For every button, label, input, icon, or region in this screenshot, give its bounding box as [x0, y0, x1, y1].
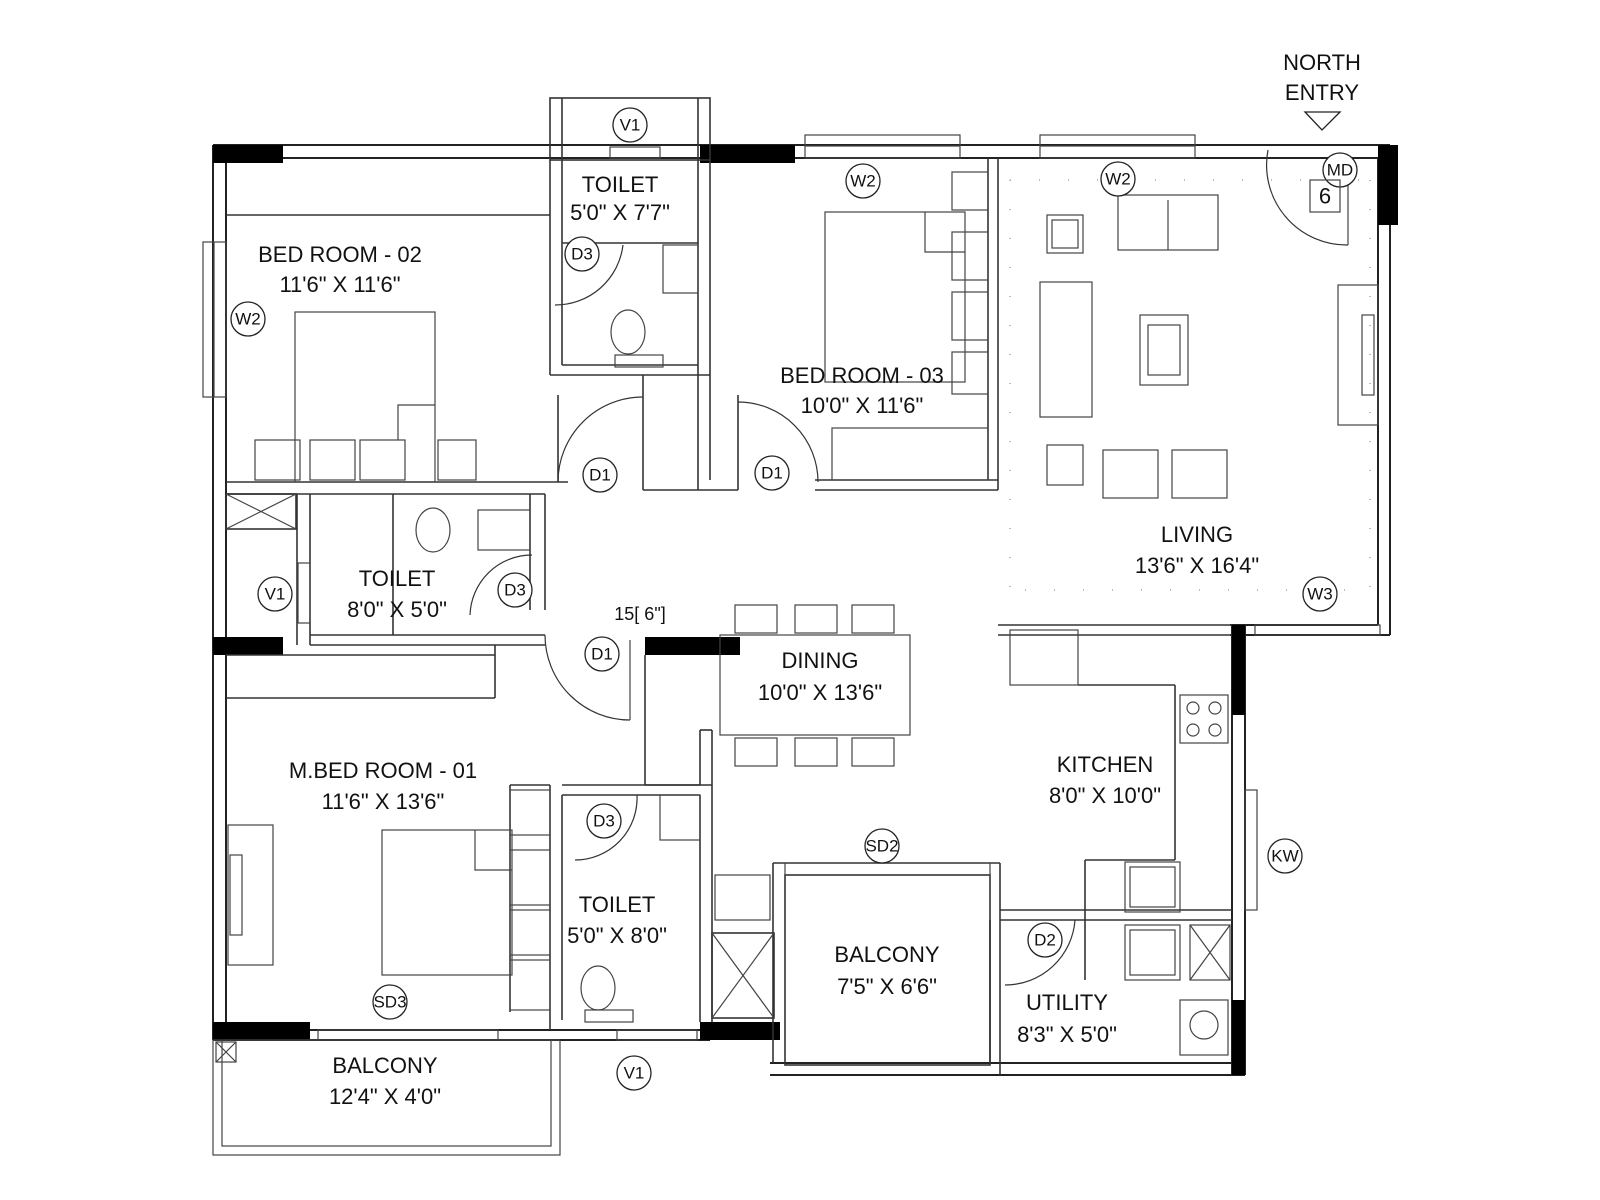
svg-text:D3: D3 — [504, 581, 526, 600]
north-entry-line2: ENTRY — [1285, 80, 1359, 105]
svg-text:W2: W2 — [235, 310, 261, 329]
svg-text:D3: D3 — [571, 245, 593, 264]
entry-arrow-icon — [1303, 111, 1342, 131]
tag-w2-bedroom03: W2 — [845, 163, 881, 199]
bedroom03-name: BED ROOM - 03 — [780, 363, 944, 388]
balcony-bottom-outline — [212, 1039, 561, 1156]
toilet-mid-name: TOILET — [359, 566, 436, 591]
svg-text:D1: D1 — [591, 645, 613, 664]
north-entry-line1: NORTH — [1283, 50, 1361, 75]
tag-d2: D2 — [1027, 922, 1063, 958]
svg-text:D1: D1 — [761, 464, 783, 483]
room-labels: BED ROOM - 02 11'6" X 11'6" TOILET 5'0" … — [258, 172, 1259, 1109]
door-swings — [469, 149, 1349, 986]
svg-text:V1: V1 — [624, 1064, 645, 1083]
toilet-top-name: TOILET — [582, 172, 659, 197]
toilet-bottom-size: 5'0" X 8'0" — [567, 923, 667, 948]
kitchen-size: 8'0" X 10'0" — [1049, 783, 1161, 808]
utility-name: UTILITY — [1026, 990, 1108, 1015]
main-door-number-box — [1309, 179, 1341, 213]
tag-v1-bottom: V1 — [616, 1055, 652, 1091]
tag-d3-bottom: D3 — [586, 803, 622, 839]
tag-w3: W3 — [1302, 576, 1338, 612]
tag-w2-living: W2 — [1100, 161, 1136, 197]
toilet-bottom-name: TOILET — [579, 892, 656, 917]
dining-size: 10'0" X 13'6" — [758, 680, 882, 705]
toilet-top-size: 5'0" X 7'7" — [570, 200, 670, 225]
balcony-bottom-name: BALCONY — [332, 1053, 437, 1078]
living-name: LIVING — [1161, 522, 1233, 547]
main-door-tag-label: MD — [1327, 161, 1353, 180]
main-door-number: 6 — [1319, 184, 1331, 209]
furniture — [227, 171, 1379, 1056]
tag-v1-top: V1 — [612, 107, 648, 143]
opening-tags: V1 V1 V1 W2 W2 W2 W3 D1 D1 D1 D2 D3 D3 D… — [230, 107, 1338, 1091]
balcony-center-size: 7'5" X 6'6" — [837, 974, 937, 999]
bedroom02-size: 11'6" X 11'6" — [279, 272, 400, 297]
mbedroom01-name: M.BED ROOM - 01 — [289, 758, 477, 783]
stair-note: 15[ 6"] — [614, 604, 665, 624]
bedroom03-size: 10'0" X 11'6" — [801, 393, 924, 418]
svg-text:SD3: SD3 — [373, 993, 406, 1012]
tag-d3-mid: D3 — [497, 572, 533, 608]
tag-v1-mid: V1 — [257, 576, 293, 612]
structural-columns — [213, 145, 1398, 1075]
svg-text:W2: W2 — [850, 172, 876, 191]
windows — [202, 134, 1381, 1041]
tag-kw: KW — [1267, 838, 1303, 874]
svg-text:W3: W3 — [1307, 585, 1333, 604]
mbedroom01-size: 11'6" X 13'6" — [322, 789, 445, 814]
living-size: 13'6" X 16'4" — [1135, 553, 1259, 578]
tag-sd3: SD3 — [372, 984, 408, 1020]
svg-text:D3: D3 — [593, 812, 615, 831]
utility-size: 8'3" X 5'0" — [1017, 1022, 1117, 1047]
tag-w2-bedroom02: W2 — [230, 301, 266, 337]
dining-name: DINING — [782, 648, 859, 673]
tag-d1-c: D1 — [584, 636, 620, 672]
tag-sd2: SD2 — [864, 828, 900, 864]
toilet-mid-size: 8'0" X 5'0" — [347, 597, 447, 622]
svg-text:D2: D2 — [1034, 931, 1056, 950]
tag-d1-b: D1 — [754, 455, 790, 491]
svg-text:KW: KW — [1271, 847, 1298, 866]
tag-d1-a: D1 — [582, 457, 618, 493]
svg-text:V1: V1 — [265, 585, 286, 604]
tag-d3-top: D3 — [564, 236, 600, 272]
kitchen-name: KITCHEN — [1057, 752, 1154, 777]
north-entry-marker: NORTH ENTRY MD 6 — [1283, 50, 1361, 213]
svg-text:D1: D1 — [589, 466, 611, 485]
balcony-center-name: BALCONY — [834, 942, 939, 967]
svg-text:V1: V1 — [620, 116, 641, 135]
svg-text:SD2: SD2 — [865, 837, 898, 856]
svg-text:W2: W2 — [1105, 170, 1131, 189]
bedroom02-name: BED ROOM - 02 — [258, 242, 422, 267]
balcony-bottom-size: 12'4" X 4'0" — [329, 1084, 441, 1109]
